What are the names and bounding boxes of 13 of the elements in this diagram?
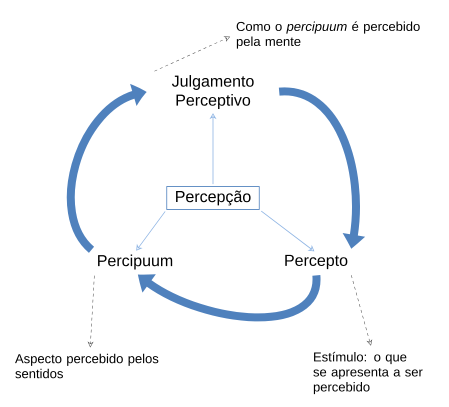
- note-text: Estímulo: o que se apresenta a ser percebido: [313, 352, 423, 394]
- note-text: Como o percipuum é percebido pela mente: [236, 21, 420, 49]
- concept-box: Percepção: [166, 186, 260, 210]
- note-text: Aspecto percebido pelos sentidos: [15, 354, 158, 378]
- dashed-arrow: [88, 275, 95, 348]
- dashed-arrow: [351, 274, 372, 346]
- dashed-arrow: [154, 36, 230, 72]
- curved-arrow: [279, 88, 364, 248]
- concept-label: Percipuum: [98, 254, 172, 270]
- concept-label: Julgamento Perceptivo: [172, 75, 254, 109]
- arrow: [260, 210, 314, 252]
- concept-label: Percepto: [285, 254, 348, 270]
- curved-arrow: [66, 85, 146, 252]
